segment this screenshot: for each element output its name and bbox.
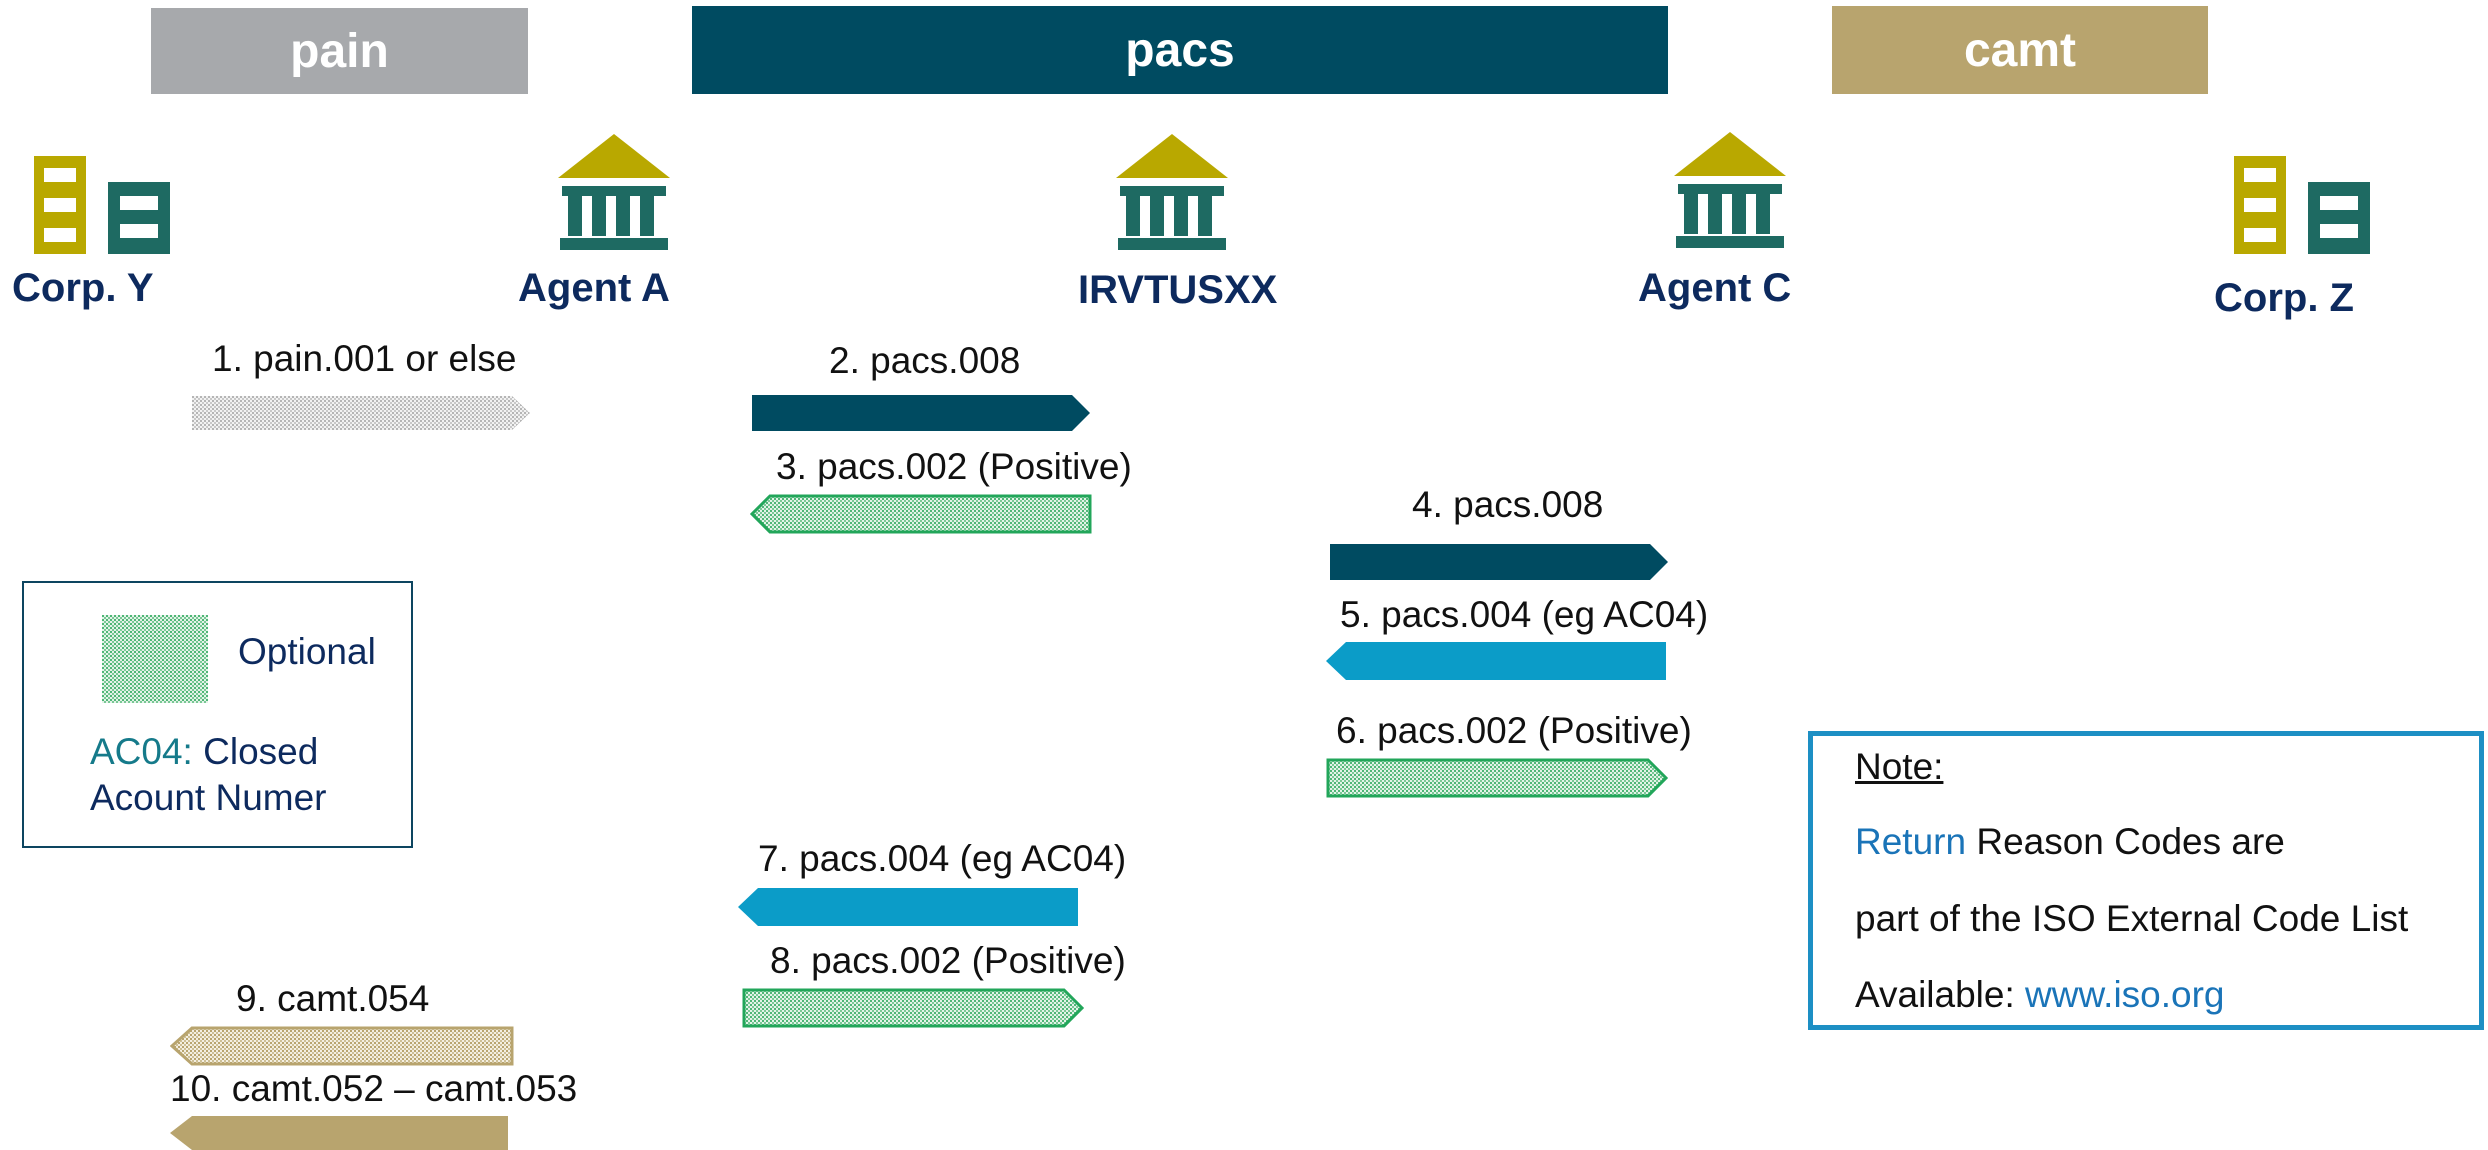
step-1-label: 1. pain.001 or else [212,338,517,379]
legend-optional-label: Optional [238,631,376,672]
step-9-label: 9. camt.054 [236,978,430,1019]
corp-y-label: Corp. Y [12,266,154,310]
corp-z-label: Corp. Z [2214,276,2354,320]
agent-a-bank-icon [558,134,670,250]
note-available-label: Available: [1855,974,2026,1015]
camt-header: camt [1832,6,2208,94]
pain-header: pain [151,8,528,94]
corp-y-building-icon [34,156,170,254]
pain-header-label: pain [290,24,389,78]
pacs-header: pacs [692,6,1668,94]
step-6-label: 6. pacs.002 (Positive) [1336,710,1692,751]
step-6-arrow [1326,758,1668,798]
step-4-label: 4. pacs.008 [1412,484,1604,525]
corp-z-building-icon [2234,156,2370,254]
step-2-arrow [752,395,1090,431]
step-5-arrow [1326,642,1666,680]
note-line-1-rest: Reason Codes are [1966,821,2285,862]
step-10-arrow [170,1116,508,1150]
note-line-1: Return Reason Codes are [1855,821,2285,863]
note-line-3: Available: www.iso.org [1855,974,2225,1016]
step-3-label: 3. pacs.002 (Positive) [776,446,1132,487]
note-return-highlight: Return [1855,821,1967,862]
note-line-2: part of the ISO External Code List [1855,898,2409,939]
step-2-label: 2. pacs.008 [829,340,1021,381]
step-7-label: 7. pacs.004 (eg AC04) [758,838,1127,879]
legend-code-desc-1: Closed [192,731,319,772]
step-8-arrow [742,988,1084,1028]
step-8-label: 8. pacs.002 (Positive) [770,940,1126,981]
note-title: Note: [1855,746,1944,787]
agent-c-bank-icon [1674,132,1786,248]
step-5-label: 5. pacs.004 (eg AC04) [1340,594,1709,635]
step-10-label: 10. camt.052 – camt.053 [170,1068,578,1109]
camt-header-label: camt [1963,23,2077,77]
agent-a-label: Agent A [518,266,670,310]
step-9-arrow [170,1026,514,1066]
note-box: Note: Return Reason Codes are part of th… [1808,731,2484,1030]
legend-code-desc-2: Acount Numer [90,777,327,818]
agent-c-label: Agent C [1638,266,1792,310]
optional-swatch [102,615,208,703]
pacs-header-label: pacs [1125,23,1235,77]
legend-code-line: AC04: Closed [90,731,318,773]
step-7-arrow [738,888,1078,926]
iso-link[interactable]: www.iso.org [2025,974,2225,1015]
irvtusxx-bank-icon [1116,134,1228,250]
step-4-arrow [1330,544,1668,580]
irvtusxx-label: IRVTUSXX [1078,268,1278,312]
legend-box: Optional AC04: Closed Acount Numer [22,581,413,848]
legend-code: AC04: [90,731,193,772]
step-3-arrow [750,494,1092,534]
step-1-arrow [192,396,530,430]
